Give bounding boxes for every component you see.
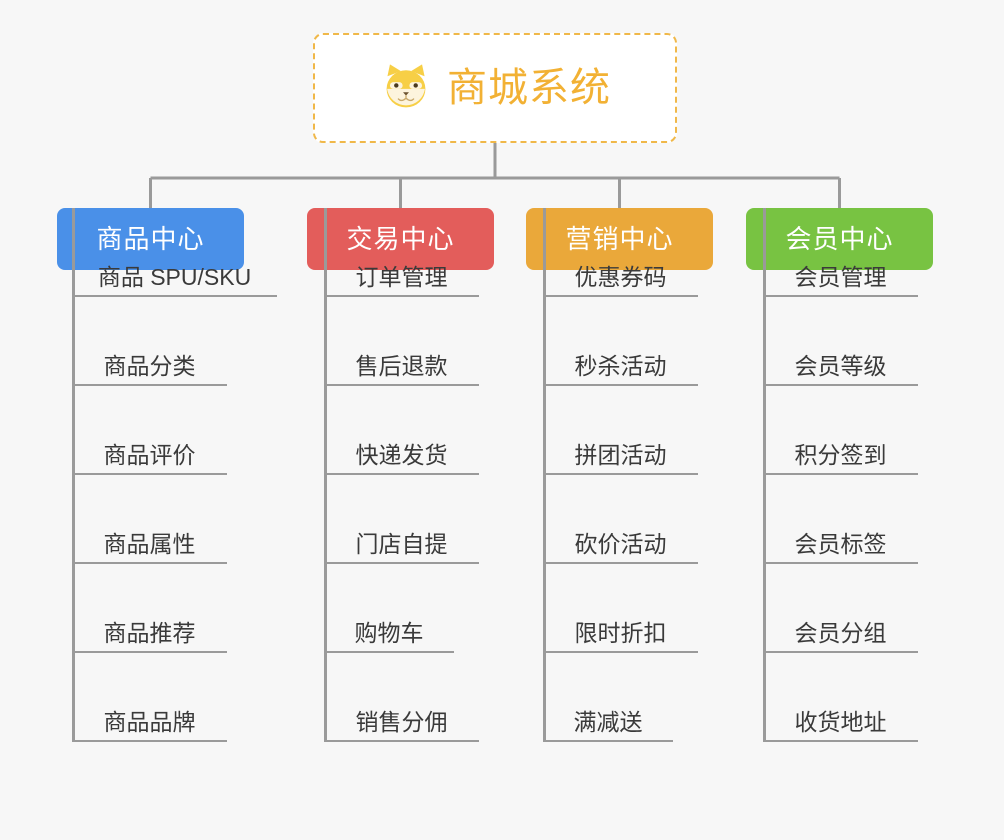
- leaf-item[interactable]: 商品分类: [72, 297, 227, 386]
- leaf-item[interactable]: 满减送: [543, 653, 673, 742]
- leaf-item-label: 积分签到: [794, 441, 887, 468]
- category-box-product-center[interactable]: 商品中心: [57, 208, 244, 270]
- leaf-item-label: 拼团活动: [574, 441, 667, 468]
- category-label: 商品中心: [96, 224, 205, 254]
- leaf-item[interactable]: 门店自提: [324, 475, 479, 564]
- leaf-item-label: 会员等级: [794, 352, 887, 379]
- leaf-item[interactable]: 商品品牌: [72, 653, 227, 742]
- leaf-item-label: 满减送: [573, 708, 643, 735]
- leaf-item-label: 快递发货: [355, 441, 448, 468]
- leaf-item[interactable]: 购物车: [324, 564, 454, 653]
- category-label: 会员中心: [785, 224, 894, 254]
- leaf-item[interactable]: 售后退款: [324, 297, 479, 386]
- leaf-item-label: 商品品牌: [103, 708, 196, 735]
- leaf-item-label: 商品评价: [103, 441, 196, 468]
- leaf-item-label: 会员分组: [794, 619, 887, 646]
- column-spine: [543, 208, 546, 742]
- category-box-member-center[interactable]: 会员中心: [746, 208, 933, 270]
- leaf-item[interactable]: 秒杀活动: [543, 297, 698, 386]
- leaf-item[interactable]: 订单管理: [324, 208, 479, 297]
- leaf-item[interactable]: 优惠券码: [543, 208, 698, 297]
- category-box-trade-center[interactable]: 交易中心: [307, 208, 494, 270]
- leaf-item-label: 商品 SPU/SKU: [97, 263, 252, 290]
- leaf-item[interactable]: 商品评价: [72, 386, 227, 475]
- leaf-item-label: 售后退款: [355, 352, 448, 379]
- leaf-item[interactable]: 会员分组: [763, 564, 918, 653]
- leaf-item[interactable]: 商品推荐: [72, 564, 227, 653]
- leaf-item[interactable]: 会员等级: [763, 297, 918, 386]
- column-spine: [324, 208, 327, 742]
- leaf-item[interactable]: 砍价活动: [543, 475, 698, 564]
- leaf-item[interactable]: 商品属性: [72, 475, 227, 564]
- column-spine: [72, 208, 75, 742]
- leaf-item-label: 购物车: [354, 619, 424, 646]
- leaf-item-label: 砍价活动: [574, 530, 667, 557]
- leaf-item[interactable]: 拼团活动: [543, 386, 698, 475]
- leaf-item-label: 会员标签: [794, 530, 887, 557]
- leaf-item-label: 秒杀活动: [574, 352, 667, 379]
- leaf-item[interactable]: 销售分佣: [324, 653, 479, 742]
- leaf-item[interactable]: 会员标签: [763, 475, 918, 564]
- leaf-item-label: 优惠券码: [574, 263, 667, 290]
- leaf-item-label: 商品属性: [103, 530, 196, 557]
- leaf-item[interactable]: 快递发货: [324, 386, 479, 475]
- leaf-item[interactable]: 商品 SPU/SKU: [72, 208, 277, 297]
- category-box-marketing-center[interactable]: 营销中心: [526, 208, 713, 270]
- leaf-item[interactable]: 收货地址: [763, 653, 918, 742]
- leaf-item-label: 订单管理: [355, 263, 448, 290]
- leaf-item-label: 商品分类: [103, 352, 196, 379]
- leaf-item-label: 销售分佣: [355, 708, 448, 735]
- leaf-item-label: 商品推荐: [103, 619, 196, 646]
- leaf-item[interactable]: 限时折扣: [543, 564, 698, 653]
- column-spine: [763, 208, 766, 742]
- root-node-mall-system[interactable]: 商城系统: [313, 33, 677, 143]
- category-label: 营销中心: [565, 224, 674, 254]
- category-label: 交易中心: [346, 224, 455, 254]
- root-node-title: 商城系统: [447, 66, 611, 110]
- leaf-item[interactable]: 积分签到: [763, 386, 918, 475]
- leaf-item-label: 收货地址: [794, 708, 887, 735]
- leaf-item-label: 限时折扣: [574, 619, 667, 646]
- leaf-item-label: 门店自提: [355, 530, 448, 557]
- shiba-dog-face-icon: [386, 64, 426, 108]
- leaf-item-label: 会员管理: [794, 263, 887, 290]
- leaf-item[interactable]: 会员管理: [763, 208, 918, 297]
